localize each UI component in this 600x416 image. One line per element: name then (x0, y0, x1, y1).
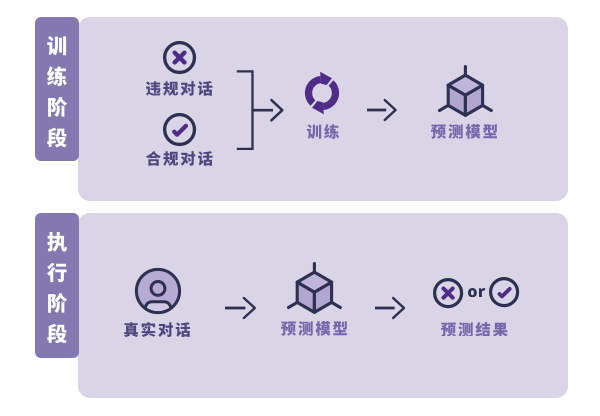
circled-check-icon (163, 112, 197, 147)
arrow-dialogue-to-model (224, 296, 256, 319)
label-violating-dialogue: 违规对话 (146, 81, 213, 96)
arrow-model-to-result (375, 296, 406, 319)
label-prediction-model-execution-glyphs (280, 321, 347, 336)
label-training-glyphs (307, 124, 339, 139)
label-prediction-model-execution: 预测模型 (280, 321, 347, 336)
merge-bracket-arrow (236, 70, 284, 151)
phase-bar-execution-label-glyphs (47, 231, 68, 344)
result-check-icon (488, 277, 519, 308)
label-training: 训练 (307, 124, 339, 139)
label-prediction-result-glyphs (441, 321, 509, 337)
cube-model-icon-execution (287, 262, 343, 315)
cube-model-icon-training (437, 64, 493, 117)
label-prediction-model-training-glyphs (430, 123, 497, 139)
label-prediction-result: 预测结果 (441, 321, 509, 337)
arrow-train-to-model (367, 98, 398, 122)
phase-bar-training-label: 训练阶段 (47, 36, 68, 148)
phase-bar-training-label-glyphs (47, 36, 68, 148)
result-x-icon (433, 277, 464, 309)
phase-bar-execution-label: 执行阶段 (47, 231, 68, 344)
circled-x-icon (163, 41, 197, 75)
label-compliant-dialogue-glyphs (146, 151, 213, 166)
label-compliant-dialogue: 合规对话 (146, 151, 213, 166)
label-or-glyphs (468, 287, 486, 298)
label-real-dialogue: 真实对话 (123, 322, 191, 337)
user-avatar-icon (134, 267, 181, 314)
label-violating-dialogue-glyphs (146, 81, 213, 96)
label-real-dialogue-glyphs (123, 322, 191, 337)
label-prediction-model-training: 预测模型 (430, 123, 497, 139)
label-or: or (468, 287, 486, 298)
refresh-cycle-icon (304, 71, 340, 114)
